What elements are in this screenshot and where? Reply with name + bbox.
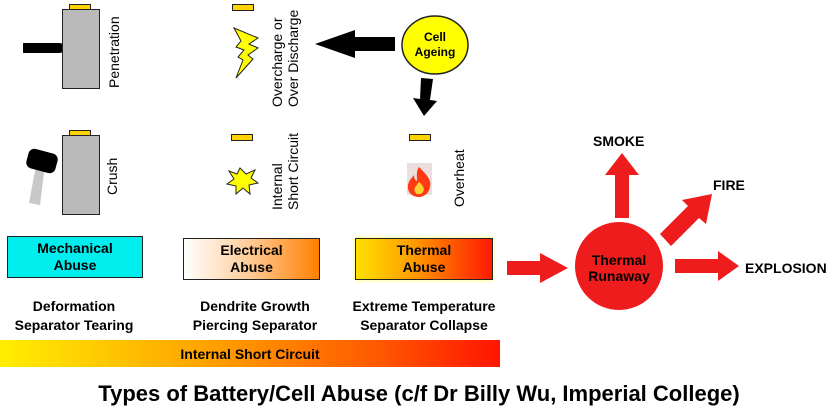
desc-line1: Extreme Temperature bbox=[352, 298, 496, 314]
box-line1: Electrical bbox=[220, 242, 283, 258]
desc-line1: Dendrite Growth bbox=[200, 298, 310, 314]
box-line2: Abuse bbox=[53, 257, 97, 273]
arrow-to-smoke bbox=[605, 153, 639, 218]
desc-line1: Deformation bbox=[32, 298, 116, 314]
internal-short-circuit-bar: Internal Short Circuit bbox=[0, 340, 500, 367]
cell-ageing-label: Cell Ageing bbox=[402, 30, 468, 60]
ageing-line1: Cell bbox=[423, 30, 446, 44]
fire-label: FIRE bbox=[713, 177, 745, 193]
desc-line2: Piercing Separator bbox=[192, 317, 318, 333]
arrow-to-fire bbox=[660, 194, 712, 246]
thermal-runaway-label: Thermal Runaway bbox=[575, 252, 663, 284]
spark-icon bbox=[225, 167, 260, 196]
battery-crush bbox=[62, 135, 100, 215]
battery-terminal bbox=[409, 134, 431, 141]
battery-terminal bbox=[231, 134, 253, 141]
runaway-line2: Runaway bbox=[588, 268, 650, 284]
thermal-runaway-node bbox=[575, 222, 663, 310]
box-line1: Thermal bbox=[396, 242, 452, 258]
label-overcharge-line2: Over Discharge bbox=[285, 9, 301, 107]
mechanical-description: Deformation Separator Tearing bbox=[0, 297, 148, 335]
desc-line2: Separator Collapse bbox=[360, 317, 488, 333]
hammer-icon bbox=[26, 148, 58, 205]
diagram-title: Types of Battery/Cell Abuse (c/f Dr Bill… bbox=[98, 381, 740, 406]
cell-ageing-node bbox=[401, 15, 469, 75]
label-overcharge-line1: Overcharge or bbox=[269, 17, 285, 107]
label-internal-short-line1: Internal bbox=[269, 163, 285, 210]
box-line2: Abuse bbox=[230, 259, 273, 275]
battery-penetration bbox=[62, 9, 100, 89]
smoke-label: SMOKE bbox=[593, 133, 645, 149]
label-internal-short-line2: Short Circuit bbox=[285, 132, 301, 210]
lightning-icon bbox=[232, 26, 260, 79]
thermal-description: Extreme Temperature Separator Collapse bbox=[340, 297, 508, 335]
runaway-line1: Thermal bbox=[591, 252, 647, 268]
arrow-ageing-to-overheat bbox=[413, 78, 437, 116]
arrow-to-runaway bbox=[507, 253, 568, 283]
box-line1: Mechanical bbox=[37, 240, 113, 256]
arrow-ageing-to-overcharge bbox=[315, 30, 395, 58]
bar-label: Internal Short Circuit bbox=[180, 345, 320, 362]
flame-icon bbox=[407, 163, 432, 197]
box-line2: Abuse bbox=[402, 259, 446, 275]
label-overheat: Overheat bbox=[451, 149, 467, 207]
battery-terminal bbox=[232, 4, 254, 11]
label-crush: Crush bbox=[104, 157, 120, 195]
arrow-to-explosion bbox=[675, 251, 739, 281]
explosion-label: EXPLOSION bbox=[745, 260, 827, 276]
electrical-description: Dendrite Growth Piercing Separator bbox=[180, 297, 330, 335]
ageing-line2: Ageing bbox=[414, 45, 456, 59]
desc-line2: Separator Tearing bbox=[14, 317, 134, 333]
label-penetration: Penetration bbox=[106, 16, 122, 88]
